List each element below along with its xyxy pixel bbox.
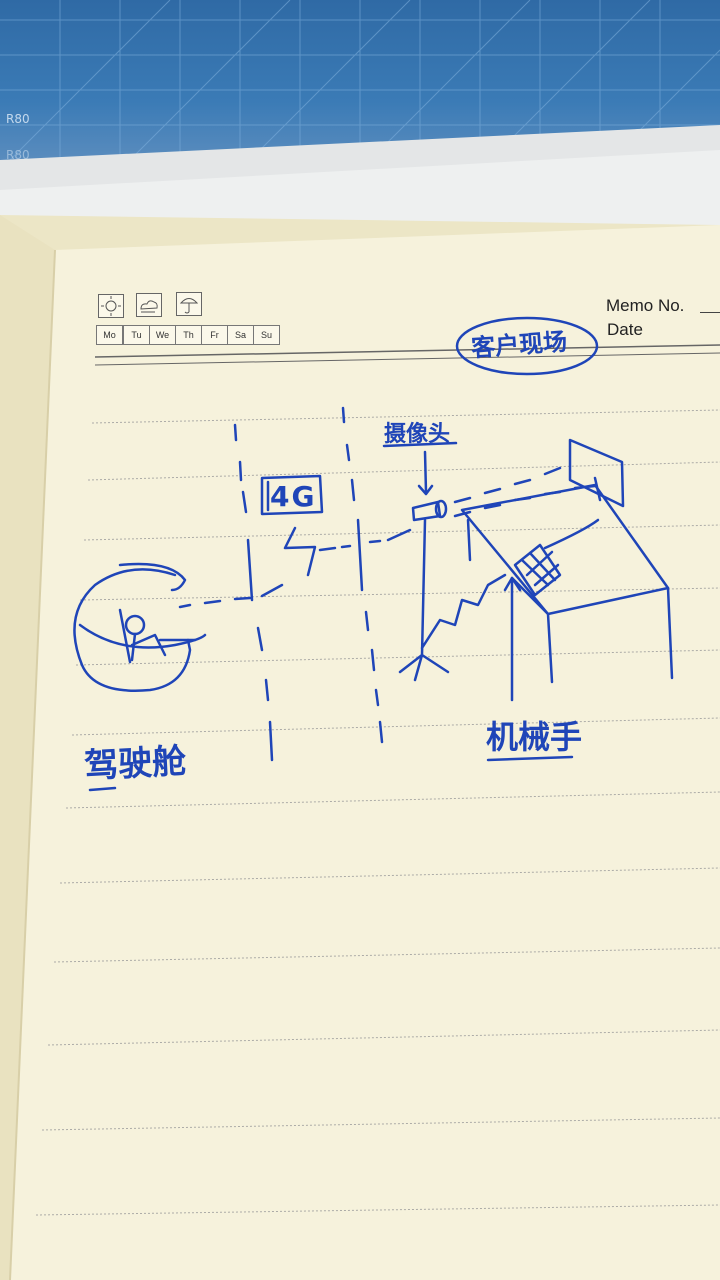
cutting-mat: R80 R80: [0, 0, 720, 170]
cockpit-label: 驾驶舱: [83, 741, 188, 787]
mat-label: R80: [6, 148, 30, 162]
cockpit-pod: [73, 568, 192, 692]
boundary-line-right: [341, 406, 384, 744]
boundary-line-left: [233, 423, 274, 762]
umbrella-icon: [176, 292, 202, 316]
camera-arrow: [417, 450, 434, 496]
memo-underline: [700, 312, 720, 313]
link-cockpit: [178, 583, 284, 609]
date-label: Date: [607, 320, 643, 339]
robot-arm-icon: [513, 543, 562, 597]
lightning-icon: [283, 526, 317, 577]
title-oval: [455, 316, 599, 376]
sketch-title: 客户现场: [470, 327, 569, 363]
day-box-mo: Mo: [96, 325, 123, 345]
memo-label: Memo No.: [606, 296, 685, 315]
robot-arm-label: 机械手: [486, 718, 583, 756]
link-camera: [318, 528, 412, 552]
table-surface: [460, 483, 670, 616]
cloud-wind-icon: [136, 293, 162, 317]
camera-label: 摄像头: [384, 422, 451, 447]
day-box-sa: Sa: [227, 325, 254, 345]
network-box: [260, 474, 324, 516]
sun-icon: [98, 294, 124, 318]
network-label: 4G: [270, 480, 317, 513]
mat-label: R80: [6, 112, 30, 126]
robot-arm-arrow: [503, 576, 522, 702]
day-box-su: Su: [253, 325, 280, 345]
monitor-icon: [568, 438, 625, 508]
